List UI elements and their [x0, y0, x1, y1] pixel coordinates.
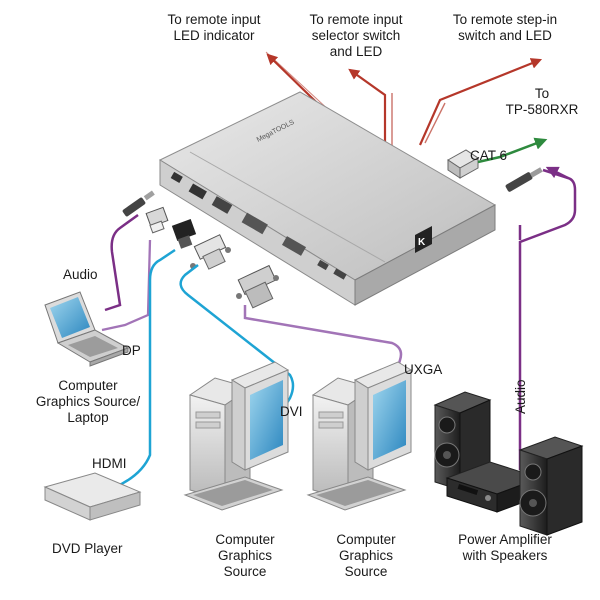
hdmi-connector [171, 219, 197, 249]
cat6-cable [477, 137, 548, 164]
audio-cable-left [104, 190, 155, 312]
label-line: selector switch [311, 28, 401, 43]
label-line: To [534, 86, 550, 101]
label-remote-input-led: To remote input LED indicator [150, 12, 278, 44]
computer-2-icon [306, 361, 413, 511]
label-line: switch and LED [458, 28, 552, 43]
label-tp-580rxr: To TP-580RXR [492, 86, 592, 118]
label-line: Computer [215, 532, 275, 547]
label-line: To remote input [167, 12, 261, 27]
label-line: Graphics [217, 548, 273, 563]
label-audio-right: Audio [513, 379, 528, 414]
audio-jack-right [505, 167, 543, 192]
dp-cable [101, 206, 169, 332]
audio-cable-right [518, 168, 577, 470]
label-line: Computer [336, 532, 396, 547]
svg-text:K: K [418, 237, 426, 248]
label-line: TP-580RXR [505, 102, 579, 117]
label-cat6: CAT 6 [470, 148, 508, 163]
label-line: Computer [58, 378, 118, 393]
label-line: and LED [329, 44, 383, 59]
label-remote-stepin: To remote step-in switch and LED [440, 12, 570, 44]
label-line: Source [344, 564, 388, 579]
label-hdmi: HDMI [92, 456, 127, 471]
remote-stepin-cable [418, 58, 543, 146]
label-line: Laptop [67, 410, 109, 425]
dvd-player-icon [43, 472, 142, 521]
dvi-cable [179, 264, 295, 431]
label-line: Graphics Source/ [35, 394, 141, 409]
label-line: Power Amplifier [458, 532, 552, 547]
label-line: To remote input [309, 12, 403, 27]
laptop-icon [44, 291, 130, 367]
label-amplifier: Power Amplifier with Speakers [440, 532, 570, 564]
label-audio-left: Audio [63, 267, 98, 282]
label-uxga: UXGA [404, 362, 443, 377]
scaler-device: MegaTOOLS K [158, 91, 497, 306]
computer-1-icon [183, 361, 290, 511]
hdmi-cable [99, 248, 176, 495]
kramer-logo [415, 226, 432, 253]
label-line: Graphics [338, 548, 394, 563]
label-computer-1: Computer Graphics Source [195, 532, 295, 580]
label-line: LED indicator [173, 28, 255, 43]
remote-selector-cable [348, 68, 393, 150]
label-dvd-player: DVD Player [52, 541, 123, 556]
label-computer-2: Computer Graphics Source [316, 532, 416, 580]
label-line: Source [223, 564, 267, 579]
label-dp: DP [122, 343, 141, 358]
rj45-connector [447, 149, 479, 179]
label-line: with Speakers [462, 548, 548, 563]
label-remote-input-selector: To remote input selector switch and LED [296, 12, 416, 60]
amplifier-speakers-icon [433, 391, 584, 536]
label-dvi: DVI [280, 404, 303, 419]
label-line: To remote step-in [452, 12, 558, 27]
label-laptop: Computer Graphics Source/ Laptop [28, 378, 148, 426]
uxga-cable [243, 305, 403, 396]
dvi-connector [190, 234, 231, 270]
vga-connector [236, 264, 279, 309]
